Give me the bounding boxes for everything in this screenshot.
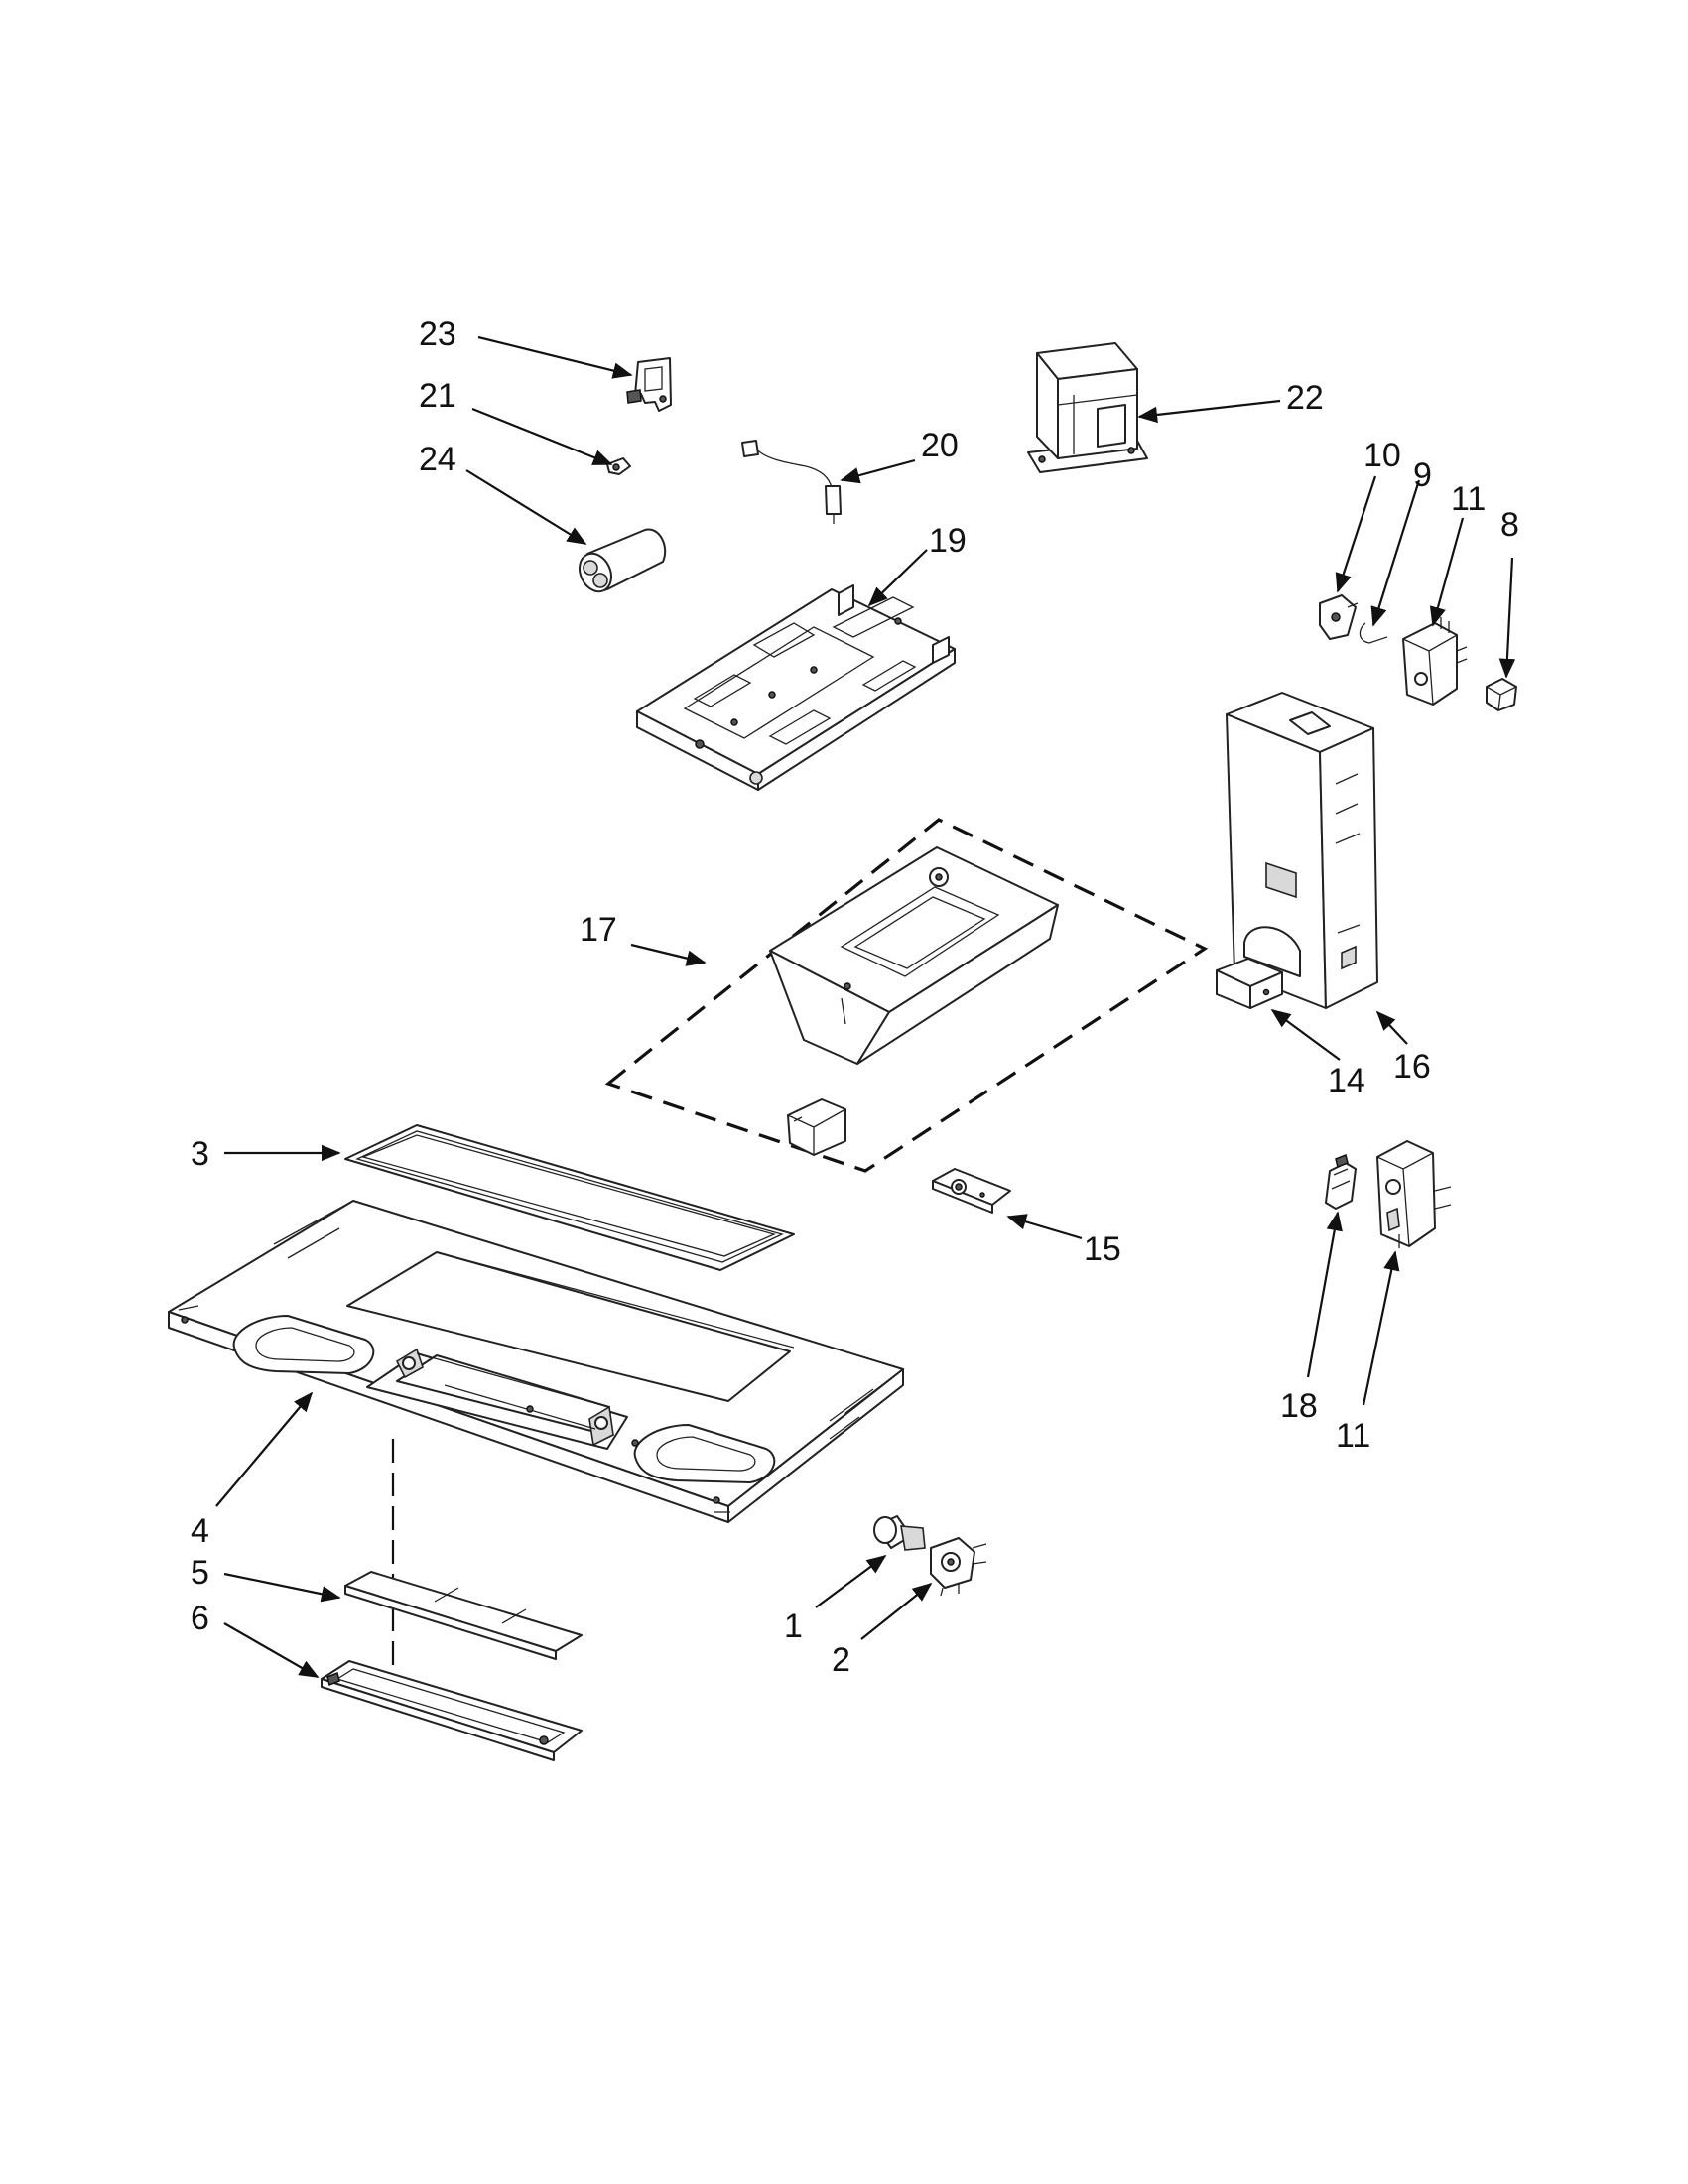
part-23-bracket	[626, 357, 672, 412]
label-15: 15	[1084, 1230, 1121, 1268]
leader-6	[223, 1622, 320, 1678]
part-8-knob	[1486, 678, 1517, 711]
label-8: 8	[1500, 506, 1519, 544]
label-23: 23	[419, 316, 456, 353]
leader-8	[1498, 557, 1516, 679]
label-19: 19	[929, 522, 967, 560]
part-4-bottom-panel	[168, 1200, 905, 1523]
leader-18	[1306, 1211, 1343, 1378]
leader-17	[630, 943, 707, 966]
leader-10	[1335, 475, 1377, 593]
part-10-bracket	[1319, 594, 1359, 640]
leader-1	[815, 1555, 887, 1608]
part-3-filter	[344, 1124, 795, 1271]
part-14-box	[1216, 958, 1283, 1009]
part-6-lens-frame	[321, 1660, 583, 1761]
leader-15	[1006, 1214, 1083, 1240]
label-16: 16	[1393, 1048, 1431, 1086]
leader-11-bottom	[1362, 1250, 1400, 1406]
label-24: 24	[419, 441, 456, 478]
label-4: 4	[191, 1512, 209, 1550]
label-18: 18	[1280, 1387, 1318, 1425]
part-1-bulb	[873, 1515, 926, 1551]
leader-5	[223, 1572, 341, 1603]
part-9-spring	[1359, 622, 1388, 644]
label-5: 5	[191, 1554, 209, 1592]
part-11-switch-bottom	[1376, 1140, 1452, 1248]
label-11-bottom: 11	[1336, 1417, 1370, 1455]
label-17: 17	[580, 911, 617, 949]
leader-20	[840, 458, 916, 484]
label-22: 22	[1286, 379, 1324, 417]
label-1: 1	[784, 1607, 803, 1645]
leader-24	[465, 469, 587, 545]
label-9: 9	[1413, 456, 1432, 494]
label-10: 10	[1363, 437, 1401, 474]
part-15-plate	[932, 1168, 1011, 1214]
leader-19	[867, 549, 928, 607]
label-2: 2	[832, 1641, 850, 1679]
part-2-socket	[930, 1537, 987, 1597]
leader-23	[477, 335, 633, 379]
leader-2	[860, 1582, 933, 1640]
part-11-switch-top	[1402, 617, 1468, 706]
label-14: 14	[1328, 1062, 1365, 1099]
leader-lines	[215, 335, 1516, 1678]
part-18-switch	[1325, 1153, 1357, 1210]
leader-9	[1370, 479, 1421, 627]
leader-22	[1137, 399, 1281, 424]
leader-16	[1375, 1010, 1408, 1045]
part-24-capacitor	[578, 528, 667, 593]
part-22-transformer	[1027, 342, 1148, 473]
leader-11-top	[1429, 517, 1465, 627]
part-5-lens	[344, 1571, 583, 1660]
part-21-clip	[606, 457, 631, 475]
label-11-top: 11	[1451, 480, 1486, 518]
part-17-assembly	[604, 818, 1209, 1173]
label-20: 20	[921, 427, 959, 464]
part-20-diode	[741, 440, 842, 524]
part-19-base-plate	[636, 584, 956, 791]
leader-4	[215, 1391, 314, 1507]
leader-14	[1270, 1009, 1341, 1061]
label-21: 21	[419, 377, 456, 415]
leader-21	[471, 407, 613, 466]
part-16-duct	[1226, 692, 1378, 1009]
label-3: 3	[191, 1135, 209, 1173]
part-labels: 23 21 24 20 22 19 10 9 11 8 17 16 14 3 1…	[191, 316, 1519, 1679]
label-6: 6	[191, 1600, 209, 1637]
